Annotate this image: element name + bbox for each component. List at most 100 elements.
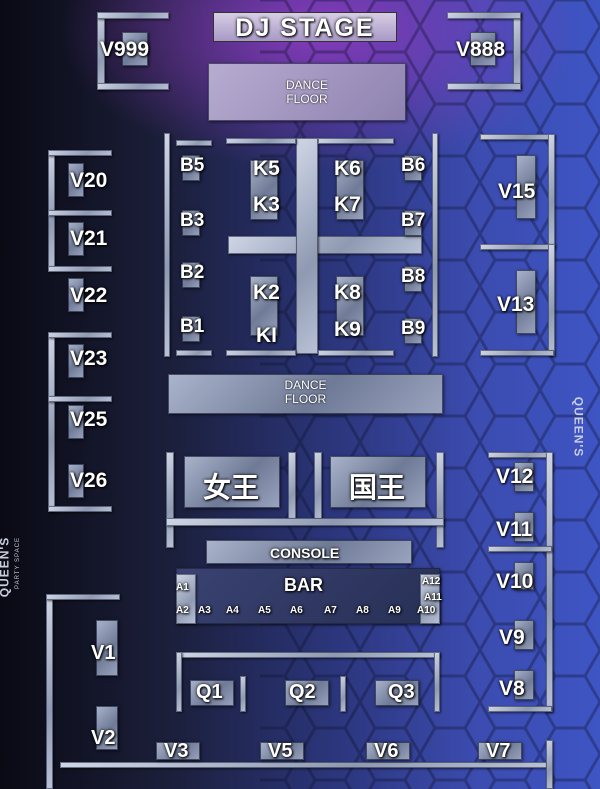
v23-table[interactable]: [68, 344, 84, 378]
v13-label: V13: [497, 293, 535, 316]
bar-end-left: [176, 574, 196, 624]
throne-wall: [314, 452, 322, 522]
k6-k7-table[interactable]: [336, 160, 364, 220]
v9-table[interactable]: [514, 620, 534, 650]
b6-table[interactable]: [404, 155, 422, 181]
k-wall: [226, 138, 296, 144]
seat-a7[interactable]: A7: [324, 605, 337, 616]
v13-wall: [480, 244, 554, 250]
queen-throne[interactable]: [184, 456, 280, 508]
bar-counter[interactable]: [176, 568, 440, 624]
seat-a9[interactable]: A9: [388, 605, 401, 616]
b1-label: B1: [180, 316, 205, 337]
v22-table[interactable]: [68, 278, 84, 312]
bottom-top-wall: [46, 594, 120, 600]
v20-label: V20: [70, 169, 108, 192]
seat-a5[interactable]: A5: [258, 605, 271, 616]
vip-wall: [48, 396, 112, 402]
dance-floor-top-label-1: DANCE: [285, 78, 328, 92]
vip-wall: [48, 150, 112, 156]
seat-a1[interactable]: A1: [176, 582, 189, 593]
v3-table[interactable]: [156, 742, 200, 760]
q3-table[interactable]: [375, 680, 419, 706]
bottom-wall: [60, 762, 550, 768]
king-throne[interactable]: [330, 456, 426, 508]
dj-stage[interactable]: DJ STAGE: [213, 12, 397, 42]
b-wall: [176, 350, 212, 356]
dance-floor-bottom-label-1: DANCE: [284, 378, 327, 392]
v25-label: V25: [70, 408, 108, 431]
vip-wall: [48, 266, 112, 272]
v23-label: V23: [70, 347, 108, 370]
v3-label: V3: [164, 740, 189, 762]
b3-label: B3: [180, 210, 205, 231]
v999-table[interactable]: [122, 32, 148, 66]
b2-table[interactable]: [182, 262, 200, 288]
throne-wall: [436, 452, 444, 548]
v25-table[interactable]: [68, 405, 84, 439]
vip-wall: [48, 506, 112, 512]
v888-table[interactable]: [470, 32, 496, 66]
v12-table[interactable]: [514, 462, 534, 492]
b3-table[interactable]: [182, 210, 200, 236]
seat-a12[interactable]: A12: [422, 576, 441, 587]
q1-table[interactable]: [190, 680, 234, 706]
brand-name-left: QUEEN'S: [0, 536, 12, 598]
brand-logo-right: QUEEN'S: [571, 397, 585, 458]
b1-table[interactable]: [182, 316, 200, 342]
v26-table[interactable]: [68, 464, 84, 498]
v13-table[interactable]: [516, 270, 536, 334]
v2-table[interactable]: [96, 706, 118, 750]
b8-table[interactable]: [404, 266, 422, 292]
vip-wall: [48, 210, 112, 216]
v10-table[interactable]: [514, 562, 534, 590]
v11-table[interactable]: [514, 512, 534, 542]
v15-wall-side: [548, 134, 555, 248]
dance-floor-bottom[interactable]: [168, 374, 443, 414]
q1-label: Q1: [196, 681, 223, 703]
v8-table[interactable]: [514, 670, 534, 700]
b9-table[interactable]: [404, 318, 422, 344]
v6-table[interactable]: [366, 742, 410, 760]
dance-floor-top[interactable]: [208, 63, 406, 121]
console[interactable]: [206, 540, 412, 564]
vip-left-wall-2: [48, 332, 55, 512]
v7-table[interactable]: [478, 742, 522, 760]
seat-a2[interactable]: A2: [176, 605, 189, 616]
b-left-wall: [164, 133, 170, 357]
v21-table[interactable]: [68, 222, 84, 256]
v1-table[interactable]: [96, 620, 118, 676]
b7-label: B7: [401, 210, 426, 231]
seat-a6[interactable]: A6: [290, 605, 303, 616]
q2-label: Q2: [289, 681, 316, 703]
v999-wall-top: [97, 12, 169, 19]
brand-name-right: QUEEN'S: [571, 396, 586, 458]
k2-k1-table[interactable]: [250, 276, 278, 336]
q-wall: [176, 652, 440, 658]
v15-label: V15: [498, 180, 536, 203]
k8-k9-table[interactable]: [336, 276, 364, 336]
bottom-left-wall: [46, 594, 53, 789]
v888-wall: [513, 12, 521, 90]
v20-table[interactable]: [68, 163, 84, 197]
seat-a8[interactable]: A8: [356, 605, 369, 616]
console-label: CONSOLE: [270, 545, 340, 561]
seat-a10[interactable]: A10: [417, 605, 436, 616]
b5-table[interactable]: [182, 155, 200, 181]
dance-floor-bottom-label-2: FLOOR: [284, 392, 327, 406]
bar-end-right: [420, 574, 440, 624]
q2-table[interactable]: [285, 680, 329, 706]
v5-table[interactable]: [260, 742, 304, 760]
vip-wall: [48, 332, 112, 338]
v22-label: V22: [70, 284, 108, 307]
v21-label: V21: [70, 227, 108, 250]
seat-a11[interactable]: A11: [424, 592, 442, 603]
v15-table[interactable]: [516, 155, 536, 219]
b7-table[interactable]: [404, 210, 422, 236]
v999-wall-bottom: [97, 83, 169, 90]
seat-a3[interactable]: A3: [198, 605, 211, 616]
v12-wall: [488, 452, 552, 458]
v13-wall-side: [548, 244, 555, 356]
k5-k3-table[interactable]: [250, 160, 278, 220]
seat-a4[interactable]: A4: [226, 605, 239, 616]
